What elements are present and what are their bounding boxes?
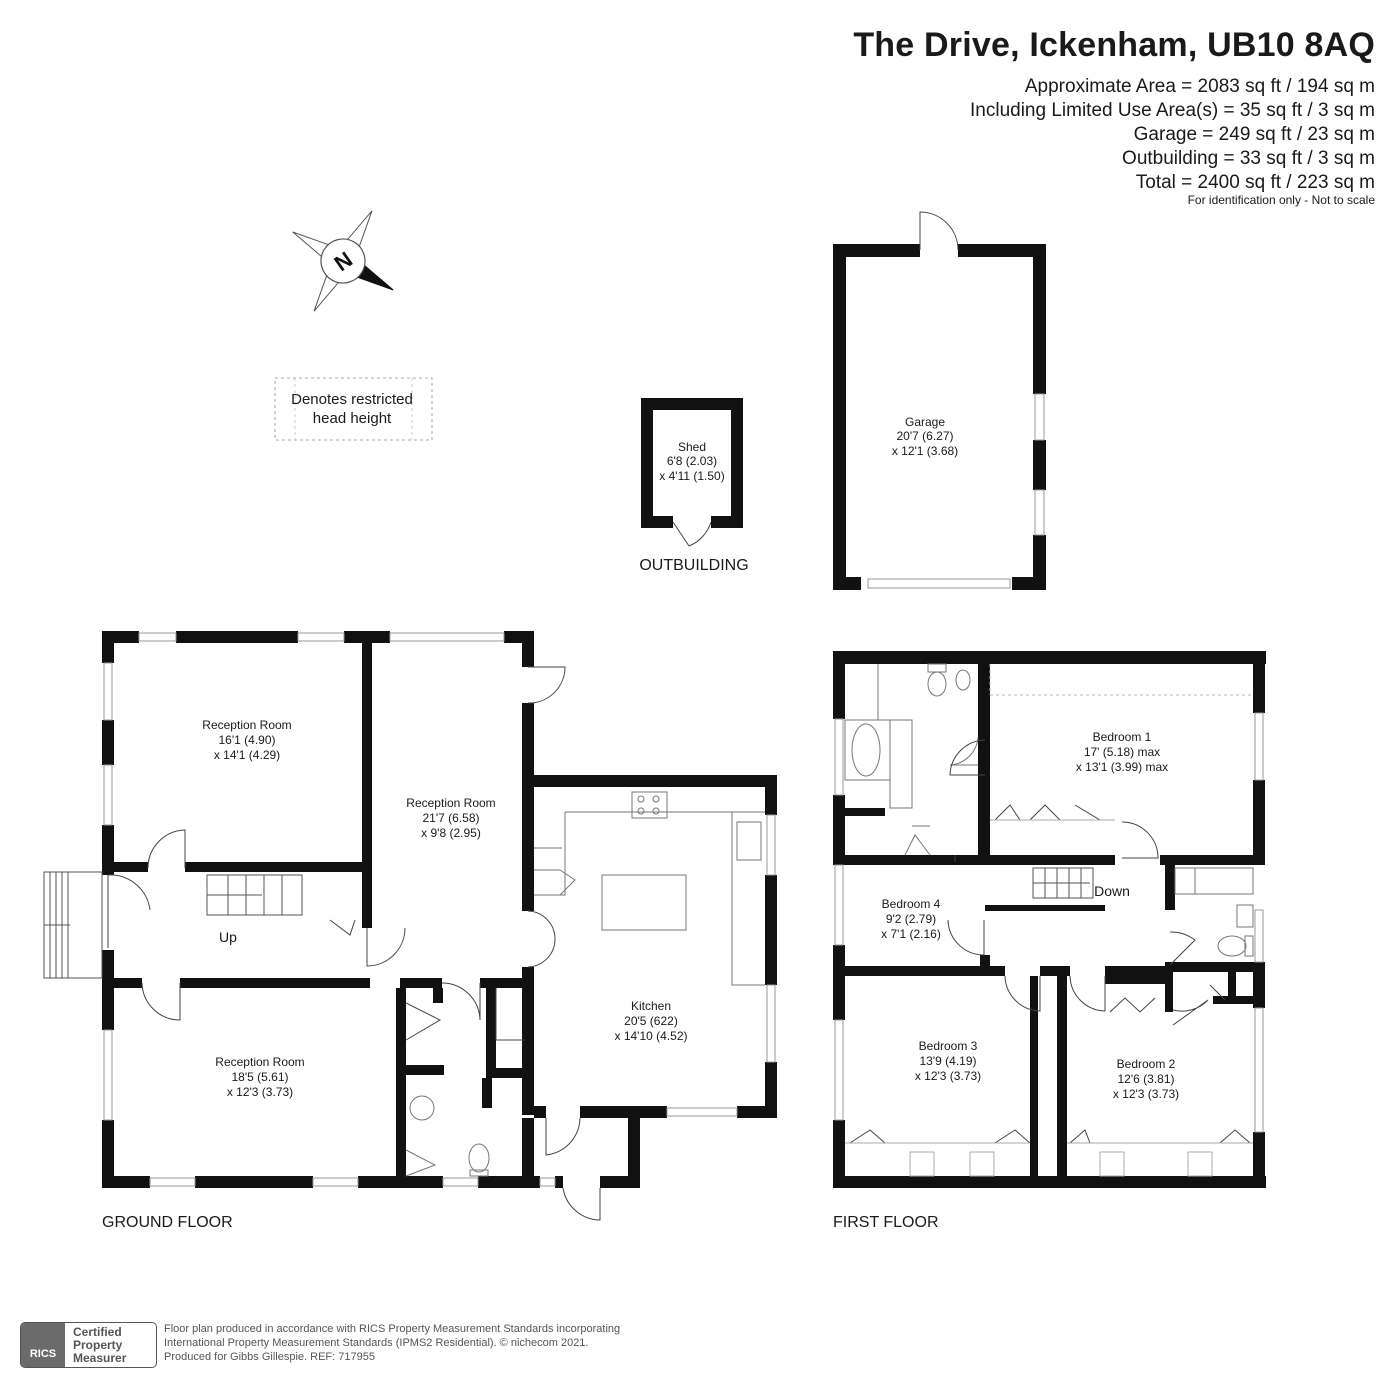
bedroom1-name: Bedroom 1 xyxy=(1093,730,1152,744)
restricted-height-legend: Denotes restricted head height xyxy=(274,377,433,441)
reception2-name: Reception Room xyxy=(406,796,495,810)
first-floor-stairs xyxy=(1032,867,1094,899)
kitchen-name: Kitchen xyxy=(631,999,671,1013)
area-total: Total = 2400 sq ft / 223 sq m xyxy=(1135,172,1375,193)
bathroom-fittings xyxy=(844,663,1254,957)
bedroom1-dim1: 17' (5.18) max xyxy=(1084,745,1160,759)
area-outbuilding: Outbuilding = 33 sq ft / 3 sq m xyxy=(1122,148,1375,169)
ground-floor-label: GROUND FLOOR xyxy=(102,1214,233,1231)
rics-certified-badge: RICS Certified Property Measurer xyxy=(20,1322,157,1368)
ground-floor-doors xyxy=(107,666,601,1221)
ground-floor-windows xyxy=(103,632,776,1187)
garage-outline xyxy=(833,244,1046,590)
rics-cert-line-2: Property xyxy=(73,1338,123,1352)
cloakroom-fittings xyxy=(405,1095,490,1177)
shed-outline xyxy=(641,398,743,528)
shed-dim2: x 4'11 (1.50) xyxy=(659,469,724,483)
kitchen-fittings xyxy=(534,791,765,986)
shed-dim1: 6'8 (2.03) xyxy=(667,454,717,468)
bedroom2-dim2: x 12'3 (3.73) xyxy=(1113,1087,1179,1101)
rics-cert-line-1: Certified xyxy=(73,1325,122,1339)
reception2-dim1: 21'7 (6.58) xyxy=(423,811,480,825)
garage-dim2: x 12'1 (3.68) xyxy=(892,444,958,458)
stairs-up-label: Up xyxy=(219,929,237,945)
stairs-down-label: Down xyxy=(1094,883,1130,899)
scale-disclaimer: For identification only - Not to scale xyxy=(1187,193,1375,207)
footer-notes: Floor plan produced in accordance with R… xyxy=(164,1322,620,1364)
first-floor-walls xyxy=(833,651,1266,1188)
rics-logo-icon: RICS xyxy=(21,1323,65,1367)
garage-name: Garage xyxy=(905,415,945,429)
bedroom3-dim1: 13'9 (4.19) xyxy=(920,1054,977,1068)
reception3-dim1: 18'5 (5.61) xyxy=(232,1070,289,1084)
kitchen-dim2: x 14'10 (4.52) xyxy=(614,1029,687,1043)
property-title: The Drive, Ickenham, UB10 8AQ xyxy=(853,26,1375,64)
reception1-dim2: x 14'1 (4.29) xyxy=(214,748,280,762)
garage-windows xyxy=(867,393,1045,589)
rics-cert-text: Certified Property Measurer xyxy=(73,1326,126,1365)
footer-line-1: Floor plan produced in accordance with R… xyxy=(164,1323,621,1335)
first-floor-doors xyxy=(849,739,1251,1144)
bedroom4-dim1: 9'2 (2.79) xyxy=(886,912,936,926)
compass-icon xyxy=(292,210,394,312)
reception3-dim2: x 12'3 (3.73) xyxy=(227,1085,293,1099)
bedroom4-dim2: x 7'1 (2.16) xyxy=(881,927,941,941)
rics-cert-line-3: Measurer xyxy=(73,1351,127,1365)
area-approximate: Approximate Area = 2083 sq ft / 194 sq m xyxy=(1024,76,1375,97)
reception1-name: Reception Room xyxy=(202,718,291,732)
footer-line-3: Produced for Gibbs Gillespie. REF: 71795… xyxy=(164,1351,375,1363)
outbuilding-label: OUTBUILDING xyxy=(639,557,748,574)
ground-floor-walls xyxy=(102,631,777,1188)
footer-line-2: International Property Measurement Stand… xyxy=(164,1337,589,1349)
rics-mark-text: RICS xyxy=(29,1348,57,1360)
area-limited-use: Including Limited Use Area(s) = 35 sq ft… xyxy=(970,100,1375,121)
reception3-name: Reception Room xyxy=(215,1055,304,1069)
front-steps xyxy=(43,871,103,979)
bedroom3-name: Bedroom 3 xyxy=(919,1039,978,1053)
legend-line-1: Denotes restricted xyxy=(291,391,413,408)
reception2-dim2: x 9'8 (2.95) xyxy=(421,826,481,840)
bedroom3-dim2: x 12'3 (3.73) xyxy=(915,1069,981,1083)
bedroom4-name: Bedroom 4 xyxy=(882,897,941,911)
shed-name: Shed xyxy=(678,440,706,454)
ground-floor-stairs xyxy=(206,874,303,916)
legend-line-2: head height xyxy=(313,410,392,427)
bedroom1-dim2: x 13'1 (3.99) max xyxy=(1076,760,1168,774)
kitchen-dim1: 20'5 (622) xyxy=(624,1014,678,1028)
first-floor-furniture xyxy=(845,819,1253,1177)
bedroom2-name: Bedroom 2 xyxy=(1117,1057,1176,1071)
first-floor-windows xyxy=(834,712,1264,1133)
area-garage: Garage = 249 sq ft / 23 sq m xyxy=(1133,124,1375,145)
shed-door xyxy=(672,521,712,547)
garage-door xyxy=(919,211,959,251)
garage-dim1: 20'7 (6.27) xyxy=(897,429,954,443)
first-floor-label: FIRST FLOOR xyxy=(833,1214,939,1231)
reception1-dim1: 16'1 (4.90) xyxy=(219,733,276,747)
bedroom2-dim1: 12'6 (3.81) xyxy=(1118,1072,1175,1086)
